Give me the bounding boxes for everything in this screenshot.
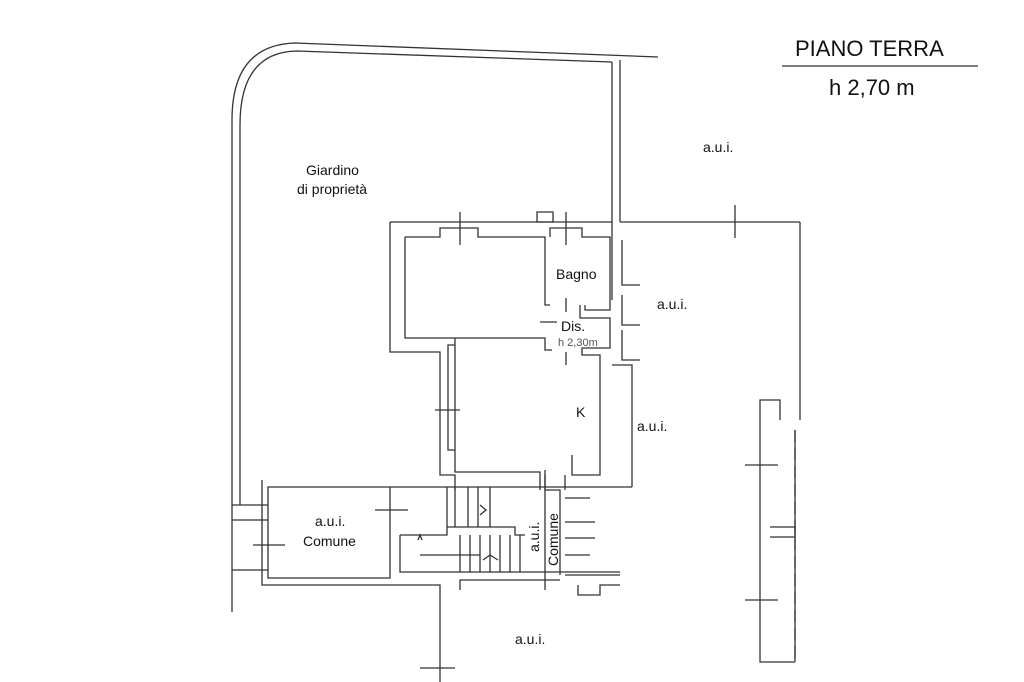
dis-height: h 2,30m: [558, 337, 598, 349]
ceiling-height: h 2,70 m: [829, 75, 915, 100]
right-building: [759, 399, 796, 663]
common-label-2: Comune: [303, 533, 356, 549]
stair-label-aui: a.u.i.: [526, 521, 542, 552]
room-label-dis: Dis.: [561, 318, 586, 334]
garden-label: Giardino: [306, 162, 359, 178]
stair-label-comune: Comune: [545, 513, 561, 566]
common-label: a.u.i.: [315, 513, 346, 529]
room-label-aui: a.u.i.: [703, 139, 734, 155]
apartment-walls: [389, 221, 613, 490]
room-label-aui: a.u.i.: [515, 631, 546, 647]
room-label-kitchen: K: [576, 404, 586, 420]
stair-core: [261, 480, 632, 682]
room-label-bagno: Bagno: [556, 266, 597, 282]
garden-wall-inner: [239, 50, 613, 505]
garden-label-2: di proprietà: [297, 181, 368, 197]
garden-wall: [231, 42, 659, 612]
room-label-aui: a.u.i.: [657, 296, 688, 312]
room-label-aui: a.u.i.: [637, 418, 668, 434]
plan-title: PIANO TERRA: [795, 36, 944, 61]
